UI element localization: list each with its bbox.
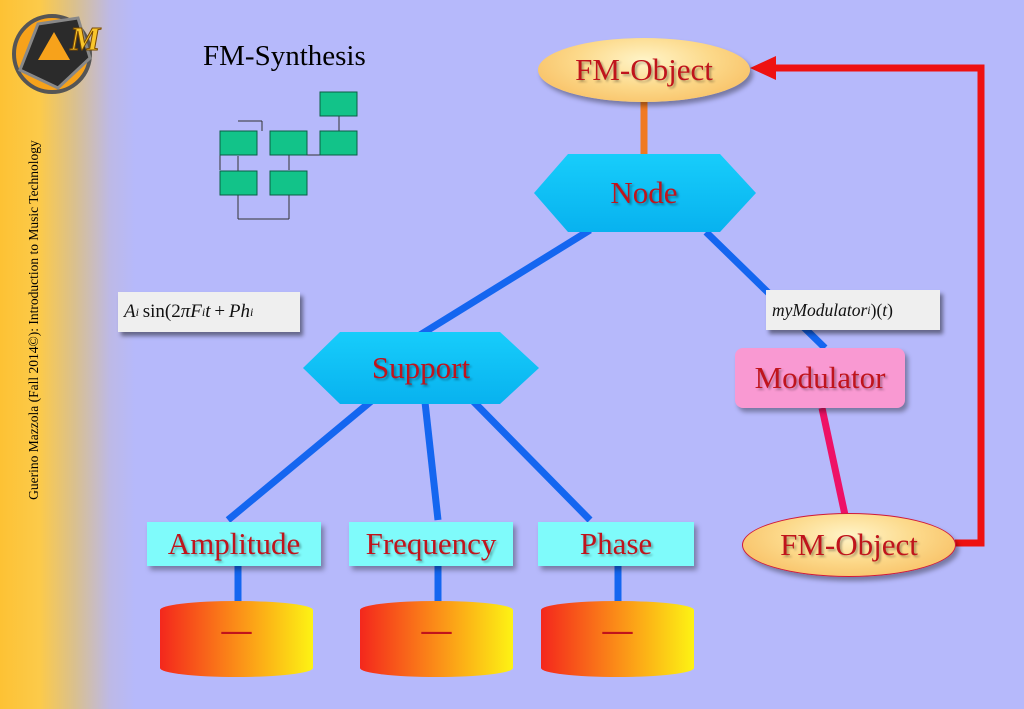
amplitude-value: — <box>221 614 252 647</box>
fm-object-bottom: FM-Object <box>742 513 956 577</box>
feedback-arrow <box>768 64 985 547</box>
mini-diagram-icon <box>219 91 358 220</box>
feedback-arrowhead <box>750 56 776 80</box>
amplitude-value-cylinder: — <box>160 600 313 678</box>
fm-object-top-label: FM-Object <box>575 52 713 87</box>
edge-support-frequency <box>421 401 442 521</box>
support-hexagon: Support <box>300 330 542 406</box>
param-phase: Phase <box>538 522 694 566</box>
svg-text:M: M <box>69 21 102 58</box>
frequency-value-cylinder: — <box>360 600 513 678</box>
fm-object-top: FM-Object <box>538 38 750 102</box>
param-frequency-label: Frequency <box>365 526 497 561</box>
node-label: Node <box>610 175 678 210</box>
slide-title: FM-Synthesis <box>203 40 366 72</box>
modulator-label: Modulator <box>754 360 886 395</box>
support-label: Support <box>371 350 471 385</box>
edge-support-phase <box>467 395 593 523</box>
param-phase-label: Phase <box>579 526 653 561</box>
modulator-box: Modulator <box>735 348 905 408</box>
phase-value: — <box>602 614 633 647</box>
param-amplitude: Amplitude <box>147 522 321 566</box>
phase-value-cylinder: — <box>541 600 694 678</box>
side-band <box>0 0 135 709</box>
edge-support-amplitude <box>225 395 378 523</box>
frequency-value: — <box>421 614 452 647</box>
node-hexagon: Node <box>530 152 758 234</box>
fm-object-bottom-label: FM-Object <box>780 527 918 562</box>
param-amplitude-label: Amplitude <box>167 526 301 561</box>
param-frequency: Frequency <box>349 522 513 566</box>
edge-modulator-fm <box>818 407 849 516</box>
logo-icon: M <box>12 14 103 94</box>
edge-node-support <box>418 227 592 338</box>
